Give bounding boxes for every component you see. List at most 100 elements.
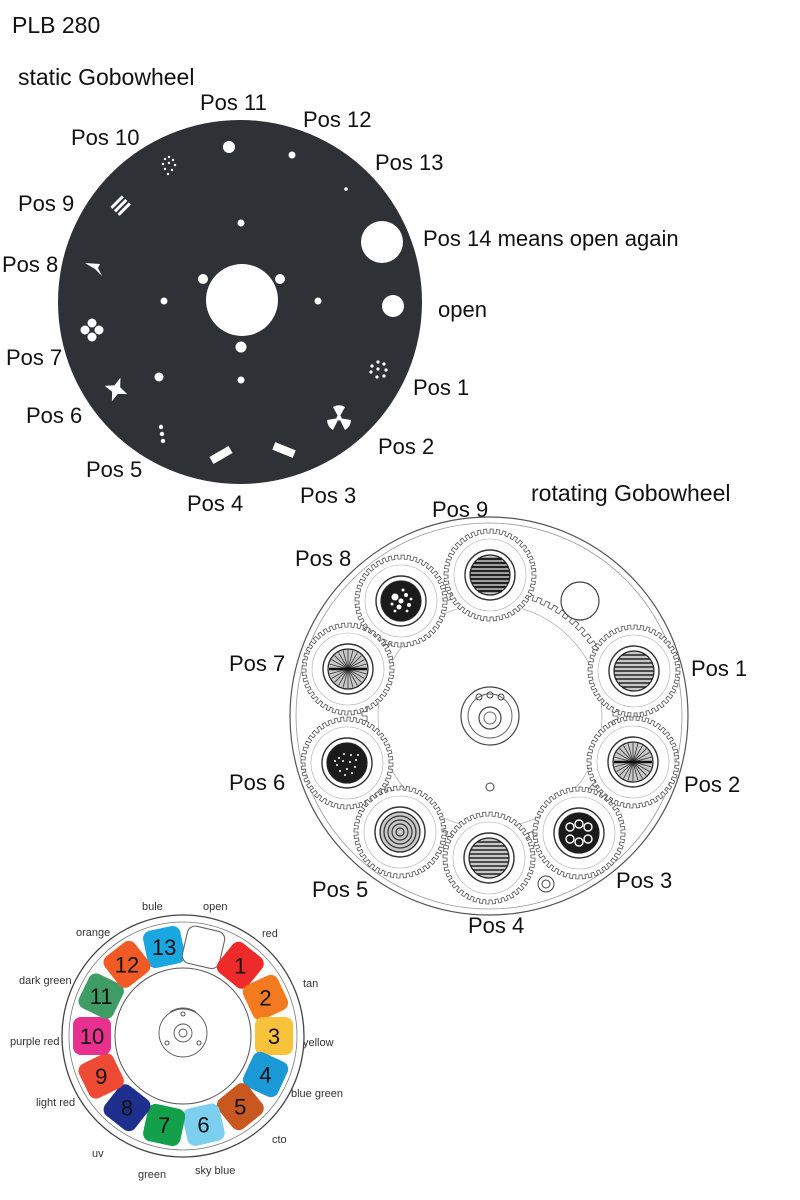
color-slot-7: 7 bbox=[143, 1103, 186, 1147]
color-slot-10: 10 bbox=[73, 1017, 111, 1055]
static-pos-13-label: Pos 13 bbox=[375, 150, 444, 175]
static-gobo-pos-6 bbox=[104, 377, 128, 402]
color-label-orange: orange bbox=[76, 927, 111, 939]
color-label-uv: uv bbox=[92, 1148, 104, 1160]
static-pos-7-label: Pos 7 bbox=[6, 345, 63, 370]
static-pos-5-label: Pos 5 bbox=[86, 457, 143, 482]
rotating-gobo-pos-5 bbox=[353, 785, 447, 879]
color-label-blue-green: blue green bbox=[291, 1088, 343, 1100]
static-pos-11-label: Pos 11 bbox=[200, 90, 267, 115]
color-label-dark-green: dark green bbox=[19, 975, 72, 987]
static-gobo-pos-2 bbox=[327, 405, 351, 430]
static-gobo-pos-12 bbox=[288, 151, 296, 159]
rot-pos-5-label: Pos 5 bbox=[312, 877, 369, 902]
static-gobo-pos-1 bbox=[369, 360, 388, 379]
color-slot-13: 13 bbox=[143, 925, 186, 969]
static-wheel-center-hole bbox=[206, 264, 278, 336]
color-slot-12: 12 bbox=[103, 940, 151, 988]
color-slot-8: 8 bbox=[103, 1084, 151, 1132]
static-gobo-pos-14 bbox=[361, 221, 403, 263]
color-slot-2: 2 bbox=[242, 974, 289, 1021]
color-slot-11: 11 bbox=[78, 973, 124, 1019]
rot-pos-1-label: Pos 1 bbox=[691, 656, 748, 681]
static-pos-1-label: Pos 1 bbox=[413, 375, 470, 400]
static-gobo-wheel bbox=[58, 120, 422, 484]
color-slot-number: 2 bbox=[259, 986, 271, 1011]
color-label-sky-blue: sky blue bbox=[195, 1165, 236, 1177]
color-slot-number: 6 bbox=[197, 1113, 209, 1138]
static-gobo-pos-4 bbox=[209, 446, 233, 464]
static-gobo-pos-3 bbox=[272, 442, 296, 458]
color-label-red: red bbox=[262, 928, 278, 940]
static-pos-9-label: Pos 9 bbox=[18, 191, 75, 216]
rot-pos-2-label: Pos 2 bbox=[684, 772, 741, 797]
rotating-gobo-pos-8 bbox=[354, 554, 448, 648]
rotating-gobo-pos-6 bbox=[300, 716, 394, 810]
color-slot-number: 10 bbox=[80, 1024, 104, 1049]
color-slot-number: 12 bbox=[115, 952, 139, 977]
color-slot-number: 4 bbox=[259, 1063, 271, 1088]
static-wheel-heading: static Gobowheel bbox=[18, 64, 195, 90]
static-gobo-open bbox=[382, 295, 404, 317]
color-label-yellow: yellow bbox=[303, 1037, 334, 1049]
rot-pos-4-label: Pos 4 bbox=[468, 913, 525, 938]
static-gobo-pos-10 bbox=[161, 155, 177, 176]
rotating-gobo-wheel bbox=[289, 516, 689, 916]
rotating-gobo-pos-4 bbox=[442, 811, 536, 905]
color-label-light-red: light red bbox=[36, 1097, 76, 1109]
static-pos-3-label: Pos 3 bbox=[300, 483, 357, 508]
color-slot-1: 1 bbox=[216, 941, 264, 989]
static-pos-10-label: Pos 10 bbox=[71, 125, 140, 150]
static-gobo-pos-7 bbox=[80, 318, 104, 342]
rotating-wheel-open-slot bbox=[560, 581, 600, 621]
rotating-wheel-index-hole bbox=[485, 782, 495, 792]
color-slot-number: 11 bbox=[90, 984, 113, 1009]
page-title: PLB 280 bbox=[12, 12, 101, 38]
color-slot-open bbox=[181, 925, 226, 970]
static-pos-14-label: Pos 14 means open again bbox=[423, 226, 679, 251]
rotating-gobo-pos-1 bbox=[587, 624, 681, 718]
color-label-bule: bule bbox=[142, 901, 163, 913]
color-slot-9: 9 bbox=[78, 1053, 124, 1099]
rotating-wheel-heading: rotating Gobowheel bbox=[531, 480, 731, 506]
color-slot-number: 1 bbox=[234, 953, 246, 978]
color-slot-number: 7 bbox=[158, 1113, 170, 1138]
color-slot-number: 9 bbox=[95, 1064, 107, 1089]
color-slot-4: 4 bbox=[242, 1051, 289, 1098]
static-pos-8-label: Pos 8 bbox=[2, 252, 59, 277]
rot-pos-8-label: Pos 8 bbox=[295, 546, 352, 571]
static-open-label: open bbox=[438, 297, 487, 322]
rot-pos-3-label: Pos 3 bbox=[616, 868, 673, 893]
color-slot-number: 5 bbox=[234, 1095, 246, 1120]
static-gobo-pos-13 bbox=[344, 187, 348, 191]
rot-pos-9-label: Pos 9 bbox=[432, 497, 489, 522]
static-gobo-pos-9 bbox=[110, 195, 131, 216]
rotating-gobo-pos-7 bbox=[301, 622, 395, 716]
static-gobo-pos-8 bbox=[85, 256, 104, 276]
color-slot-5: 5 bbox=[216, 1083, 264, 1131]
static-gobo-pos-5 bbox=[158, 424, 166, 444]
color-slot-6: 6 bbox=[182, 1103, 225, 1146]
rot-pos-6-label: Pos 6 bbox=[229, 770, 286, 795]
color-slot-number: 3 bbox=[268, 1024, 280, 1049]
static-gobo-pos-11 bbox=[223, 141, 235, 153]
rotating-wheel-hub bbox=[460, 686, 520, 746]
color-label-green: green bbox=[138, 1169, 167, 1181]
rot-pos-7-label: Pos 7 bbox=[229, 651, 286, 676]
rotating-gobo-pos-2 bbox=[586, 715, 680, 809]
color-label-purple-red: purple red bbox=[10, 1036, 60, 1048]
color-slot-number: 8 bbox=[121, 1096, 133, 1121]
static-pos-4-label: Pos 4 bbox=[187, 491, 244, 516]
static-pos-2-label: Pos 2 bbox=[378, 434, 435, 459]
color-wheel-hub bbox=[158, 1007, 208, 1058]
rotating-gobo-pos-3 bbox=[532, 786, 626, 880]
color-slot-3: 3 bbox=[255, 1017, 293, 1055]
static-pos-12-label: Pos 12 bbox=[303, 107, 372, 132]
color-slot-number: 13 bbox=[152, 935, 176, 960]
rotating-gobo-pos-9 bbox=[443, 528, 537, 622]
color-label-cto: cto bbox=[272, 1134, 287, 1146]
color-label-open: open bbox=[203, 901, 228, 913]
static-pos-6-label: Pos 6 bbox=[26, 403, 83, 428]
